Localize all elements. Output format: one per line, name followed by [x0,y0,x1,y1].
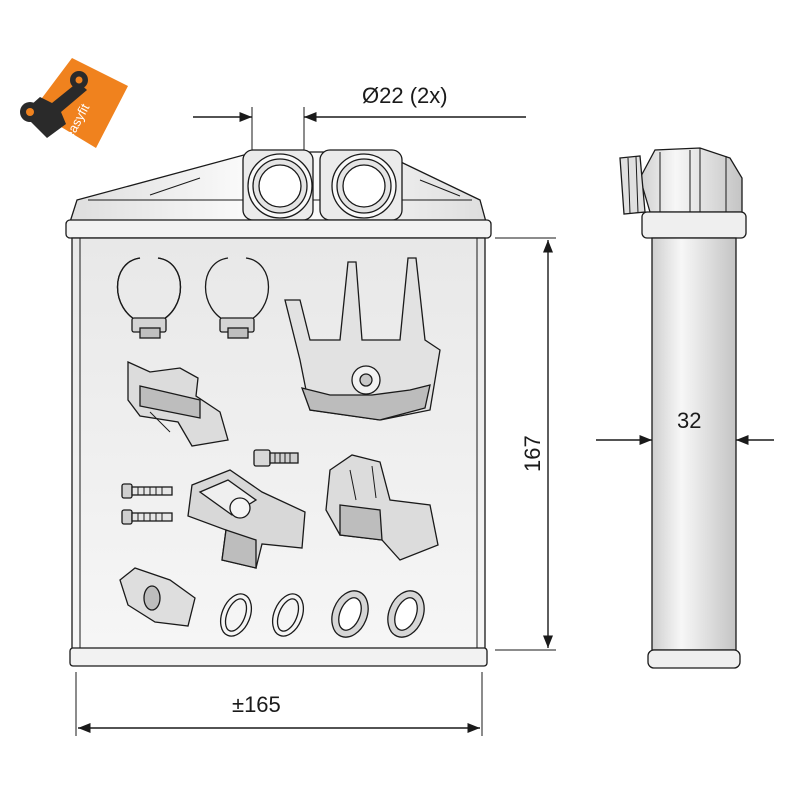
small-bolt [253,449,299,467]
easyfit-logo: easyfit [20,58,128,148]
depth-dimension: 32 [596,408,774,446]
depth-label: 32 [677,408,701,433]
pipe-diameter-dimension: Ø22 (2x) [193,83,526,160]
heater-core-side-view [619,147,747,669]
height-label: 167 [520,435,545,472]
pipe-clip-upper [127,360,229,447]
pipe-clip-right [325,454,439,561]
hose-clamp-left [117,257,181,339]
seal-ring-1 [331,590,369,638]
seal-ring-2 [387,590,425,638]
o-ring-1 [219,593,253,637]
mounting-bracket-center [187,469,306,569]
hose-clamp-right [205,257,269,339]
support-bracket-large [284,257,441,421]
screw-lower [121,509,173,525]
width-dimension: ±165 [75,672,483,736]
o-ring-2 [271,593,305,637]
width-label: ±165 [232,692,281,717]
height-dimension: 167 [495,237,556,651]
screw-upper [121,483,173,499]
pipe-diameter-label: Ø22 (2x) [362,83,448,108]
retaining-block [119,567,196,627]
